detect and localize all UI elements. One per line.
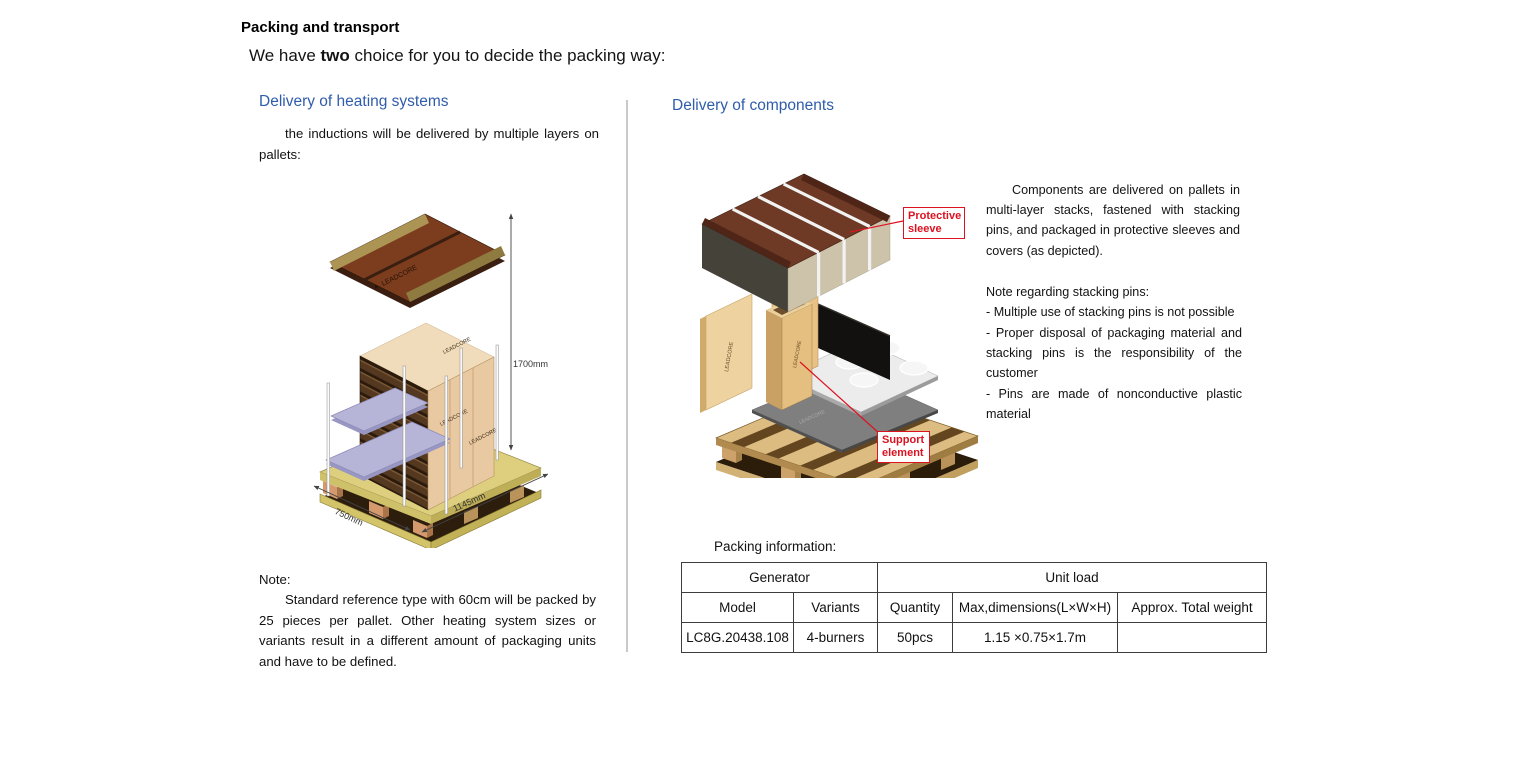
subtitle-suffix: choice for you to decide the packing way… <box>349 46 666 65</box>
group-header-unit-load: Unit load <box>877 562 1268 593</box>
table-row: LC8G.20438.108 4-burners 50pcs 1.15 ×0.7… <box>681 622 1268 653</box>
col-header-variants: Variants <box>792 592 879 623</box>
dim-height-label: 1700mm <box>513 359 549 369</box>
right-note-title: Note regarding stacking pins: <box>986 285 1150 299</box>
group-header-generator: Generator <box>680 562 879 593</box>
page-title: Packing and transport <box>241 19 400 36</box>
stacking-pins <box>326 344 499 515</box>
left-note-title: Note: <box>259 572 291 587</box>
right-note-bullet-1: - Multiple use of stacking pins is not p… <box>986 305 1235 319</box>
packing-table: Generator Unit load Model Variants Quant… <box>680 562 1268 653</box>
cell-approx-weight <box>1117 622 1268 653</box>
left-note-paragraph: Standard reference type with 60cm will b… <box>259 592 596 669</box>
col-header-max-dimensions: Max,dimensions(L×W×H) <box>952 592 1119 623</box>
right-note-bullet-2: - Proper disposal of packaging material … <box>986 326 1242 381</box>
table-column-header-row: Model Variants Quantity Max,dimensions(L… <box>681 592 1268 623</box>
brand-text: LEADCORE <box>724 341 735 372</box>
right-section-heading: Delivery of components <box>672 97 834 114</box>
column-divider <box>626 100 628 652</box>
foam-panel <box>817 303 891 380</box>
cell-variants: 4-burners <box>792 622 879 653</box>
cell-quantity: 50pcs <box>877 622 954 653</box>
components-illustration: LEADCORE LEADCORE <box>700 173 979 478</box>
support-element-label: Support element <box>877 431 930 463</box>
cell-max-dimensions: 1.15 ×0.75×1.7m <box>952 622 1119 653</box>
packing-info-label: Packing information: <box>714 539 837 554</box>
sleeve-box <box>701 173 891 313</box>
heating-systems-illustration: LEADCORE LEADCORE LEADCORE ▲ L <box>313 213 548 548</box>
col-header-model: Model <box>681 592 794 623</box>
subtitle-bold-word: two <box>320 46 350 65</box>
protective-sleeve-label: Protective sleeve <box>903 207 965 239</box>
annotation-leader-lines <box>799 220 904 435</box>
pallet-lid: ▲ LEADCORE <box>329 213 506 308</box>
cell-model: LC8G.20438.108 <box>681 622 794 653</box>
left-intro-paragraph: the inductions will be delivered by mult… <box>259 126 599 162</box>
subtitle-prefix: We have <box>249 46 321 65</box>
brand-logo-icon: ▲ <box>372 283 380 291</box>
col-header-approx-weight: Approx. Total weight <box>1117 592 1268 623</box>
table-group-header-row: Generator Unit load <box>680 562 1268 593</box>
dimension-lines <box>313 213 548 533</box>
left-section-heading: Delivery of heating systems <box>259 93 449 110</box>
brand-text: LEADCORE <box>792 340 803 369</box>
right-note-bullet-3: - Pins are made of nonconductive plastic… <box>986 387 1242 422</box>
col-header-quantity: Quantity <box>877 592 954 623</box>
page-subtitle: We have two choice for you to decide the… <box>249 46 665 66</box>
support-element: LEADCORE <box>766 296 813 411</box>
right-intro-paragraph: Components are delivered on pallets in m… <box>986 183 1240 258</box>
